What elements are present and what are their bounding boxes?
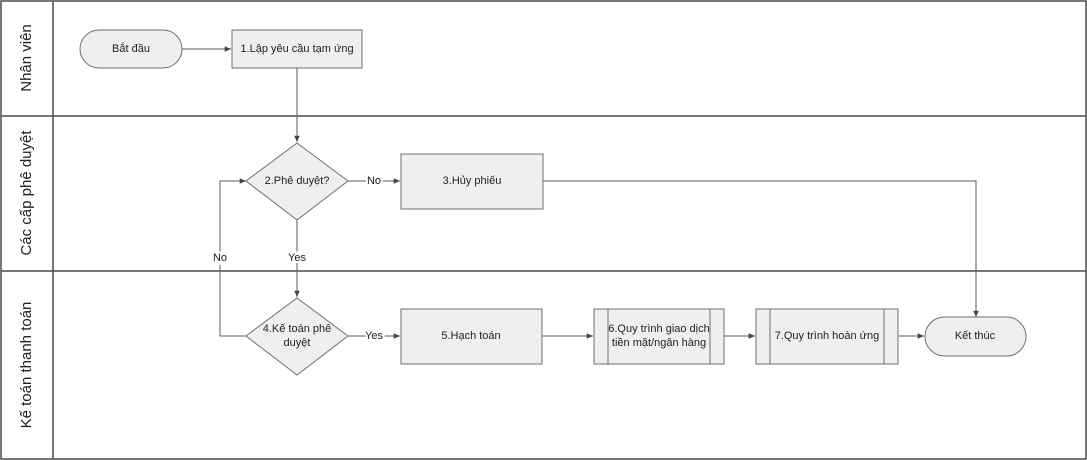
node-6-label-line-2: tiền mặt/ngân hàng bbox=[612, 337, 706, 349]
node-end-label: Kết thúc bbox=[955, 330, 996, 342]
node-end: Kết thúc bbox=[924, 316, 1027, 357]
node-start-label: Bắt đầu bbox=[112, 42, 150, 55]
node-7-subprocess: 7.Quy trình hoàn ứng bbox=[755, 308, 899, 365]
edge-label-4-to-2: No bbox=[213, 252, 227, 264]
lane-title-nhan-vien: Nhân viên bbox=[18, 24, 35, 92]
edge-label-2-to-3: No bbox=[367, 175, 381, 187]
node-4-label-line-2: duyệt bbox=[284, 337, 311, 349]
node-2-decision: 2.Phê duyệt? bbox=[245, 142, 349, 221]
node-start: Bắt đầu bbox=[79, 29, 183, 69]
node-2-label: 2.Phê duyệt? bbox=[265, 175, 330, 187]
node-6-subprocess: 6.Quy trình giao dịch tiền mặt/ngân hàng bbox=[593, 308, 725, 365]
node-5-label: 5.Hạch toán bbox=[441, 330, 500, 342]
node-4-decision: 4.Kế toán phê duyệt bbox=[245, 297, 349, 376]
connectors bbox=[182, 46, 979, 339]
node-4-label-line-1: 4.Kế toán phê bbox=[263, 323, 332, 335]
node-7-label: 7.Quy trình hoàn ứng bbox=[775, 330, 880, 342]
node-3: 3.Hủy phiếu bbox=[400, 153, 544, 210]
node-6-label-line-1: 6.Quy trình giao dịch bbox=[608, 323, 710, 335]
edge-label-2-to-4: Yes bbox=[288, 252, 306, 264]
lane-title-cac-cap-phe-duyet: Các cấp phê duyệt bbox=[18, 130, 35, 256]
edge-3-to-end bbox=[543, 180, 979, 317]
edge-label-4-to-5: Yes bbox=[365, 330, 383, 342]
lane-title-ke-toan-thanh-toan: Kế toán thanh toán bbox=[18, 302, 35, 429]
node-1: 1.Lập yêu cầu tạm ứng bbox=[231, 29, 363, 69]
node-5: 5.Hạch toán bbox=[400, 308, 543, 365]
edge-4-to-2 bbox=[219, 178, 246, 337]
node-3-label: 3.Hủy phiếu bbox=[443, 175, 502, 187]
node-1-label: 1.Lập yêu cầu tạm ứng bbox=[240, 43, 353, 55]
